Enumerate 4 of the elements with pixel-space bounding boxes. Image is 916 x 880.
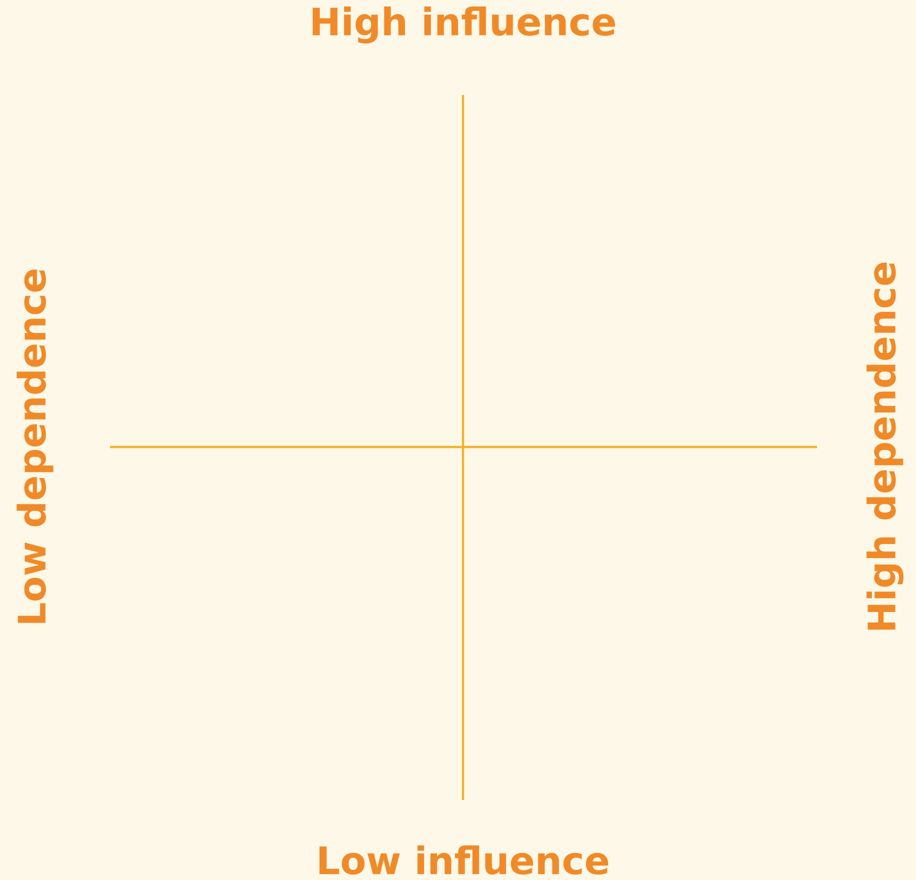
axis-label: Low influence [319,845,608,875]
axis-label: Low dependence [16,270,54,623]
axis-label: High influence [312,6,615,44]
axis-label: High dependence [866,262,904,630]
